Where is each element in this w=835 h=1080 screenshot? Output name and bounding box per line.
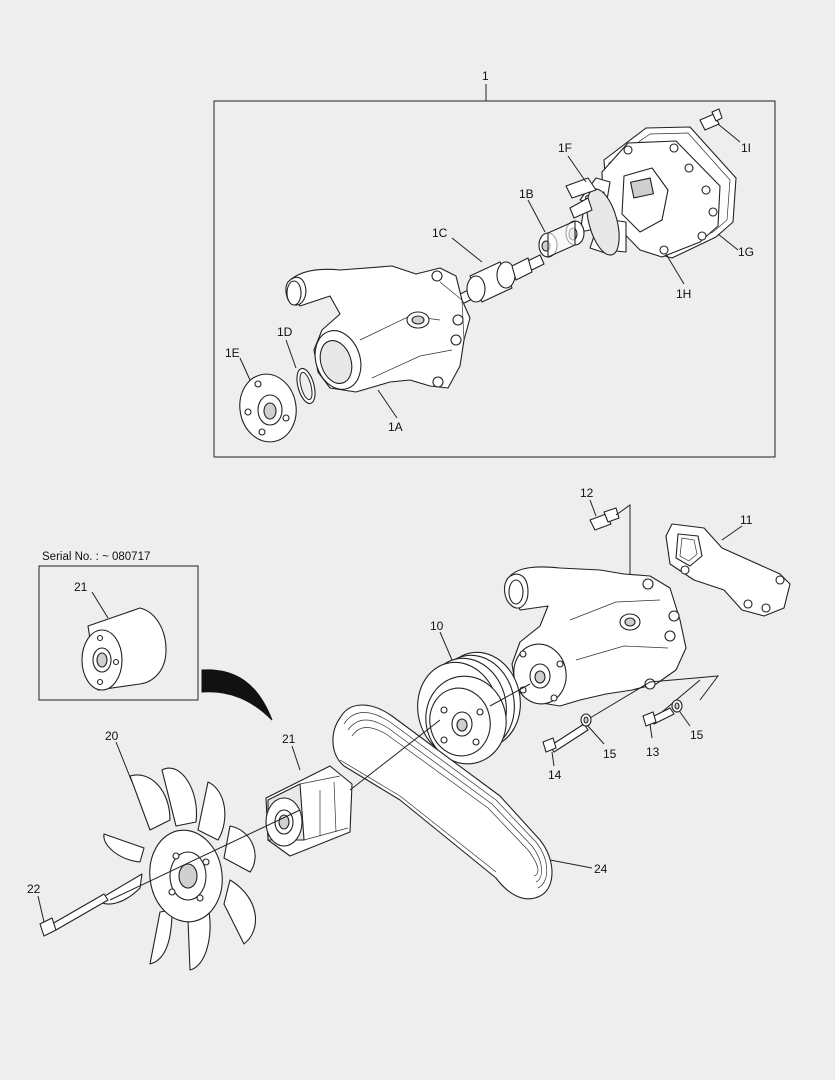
reference-arrow bbox=[201, 669, 273, 721]
part-15-washer-left bbox=[580, 713, 592, 727]
callout-1I: 1I bbox=[741, 141, 751, 155]
part-21-spacer bbox=[265, 765, 353, 857]
callout-14: 14 bbox=[548, 768, 562, 782]
callout-11: 11 bbox=[740, 513, 753, 527]
part-10-pulley bbox=[417, 651, 521, 765]
part-1E-hub-flange bbox=[239, 373, 297, 443]
callout-1F: 1F bbox=[558, 141, 572, 155]
part-11-gasket bbox=[665, 523, 791, 617]
part-15-washer-right bbox=[671, 699, 683, 713]
callout-1A: 1A bbox=[388, 420, 403, 434]
part-24-v-belt bbox=[332, 704, 553, 900]
callout-1D: 1D bbox=[277, 325, 293, 339]
callout-15-left: 15 bbox=[603, 747, 617, 761]
part-20-fan bbox=[97, 767, 257, 971]
serial-inset-frame bbox=[38, 565, 199, 701]
callout-12: 12 bbox=[580, 486, 594, 500]
callout-22: 22 bbox=[27, 882, 41, 896]
part-22-bolt bbox=[39, 893, 109, 937]
part-1H-plate bbox=[601, 140, 721, 258]
callout-1B: 1B bbox=[519, 187, 534, 201]
part-1F-impeller bbox=[565, 177, 627, 256]
serial-note: Serial No. : ~ 080717 bbox=[42, 551, 150, 563]
callout-24: 24 bbox=[594, 862, 608, 876]
callout-15-right: 15 bbox=[690, 728, 704, 742]
callout-21: 21 bbox=[282, 732, 296, 746]
part-12-bolt bbox=[589, 507, 620, 531]
part-1A-pump-body bbox=[285, 265, 471, 393]
callout-21-inset: 21 bbox=[74, 580, 88, 594]
callout-1G: 1G bbox=[738, 245, 754, 259]
callout-1C: 1C bbox=[432, 226, 448, 240]
part-1C-shaft-bearing bbox=[451, 254, 545, 308]
callout-1H: 1H bbox=[676, 287, 691, 301]
assembly-1-frame bbox=[213, 100, 776, 458]
part-1D-snap-ring bbox=[296, 367, 316, 405]
part-14-bolt bbox=[542, 723, 589, 753]
callout-1E: 1E bbox=[225, 346, 240, 360]
callout-13: 13 bbox=[646, 745, 660, 759]
part-21-spacer-early bbox=[81, 607, 167, 691]
part-1B-seal bbox=[538, 220, 585, 258]
callout-20: 20 bbox=[105, 729, 119, 743]
part-1I-bolt bbox=[699, 108, 723, 131]
callout-10: 10 bbox=[430, 619, 444, 633]
part-13-bolt bbox=[642, 707, 675, 727]
part-pump-assembly bbox=[503, 566, 687, 707]
callout-1: 1 bbox=[482, 69, 489, 83]
